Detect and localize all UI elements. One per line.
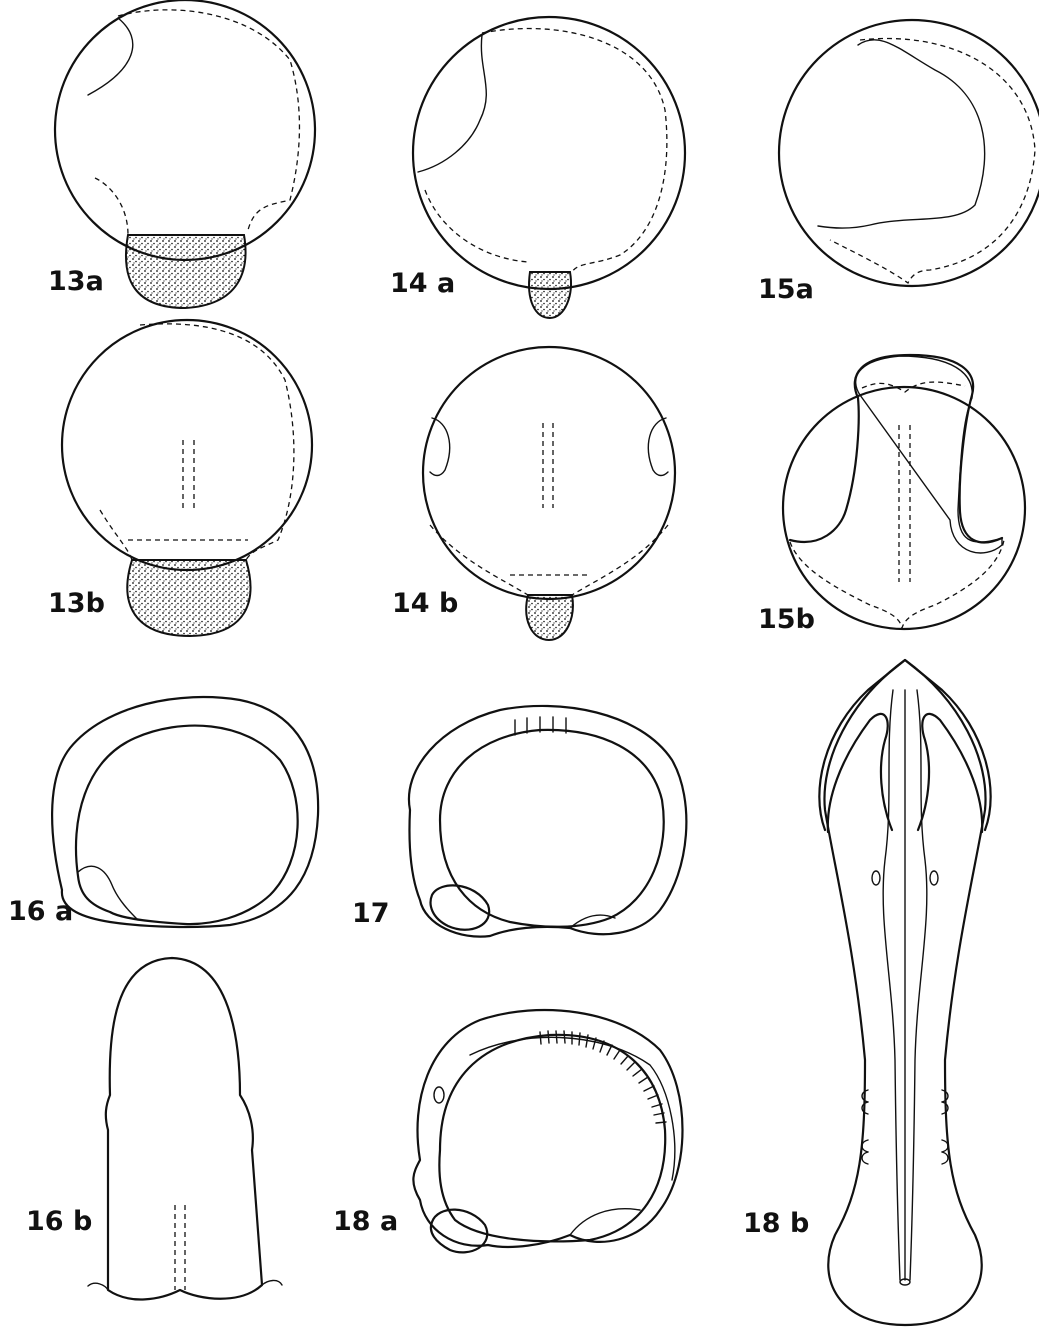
label-15b: 15b (758, 604, 815, 635)
label-17: 17 (352, 898, 390, 929)
neural-fold-right-18b (910, 690, 927, 1280)
embryo-outline-13b (62, 320, 312, 570)
optic-vesicle-18a (434, 1087, 444, 1103)
label-16a: 16 a (8, 896, 73, 927)
label-14a: 14 a (390, 268, 455, 299)
figure-13a (55, 0, 315, 308)
yolk-outline-17 (440, 730, 664, 927)
neural-plate-15b (856, 356, 1002, 553)
head-fold-right-18b (918, 714, 982, 832)
neural-tube-18a (470, 1037, 675, 1180)
figure-16b (88, 958, 282, 1299)
neural-fold-15a (818, 40, 985, 228)
label-18b: 18 b (743, 1208, 809, 1239)
otic-vesicle-left-18b (872, 871, 880, 885)
embryo-outline-13a (55, 0, 315, 260)
archenteron-outline-15a (830, 38, 1035, 283)
embryo-outline-17 (409, 706, 686, 937)
label-18a: 18 a (333, 1206, 398, 1237)
label-15a: 15a (758, 274, 814, 305)
figure-14b (423, 347, 675, 640)
yolk-plug-13a (126, 235, 246, 308)
embryo-outline-14b (423, 347, 675, 599)
label-16b: 16 b (26, 1206, 92, 1237)
neural-fold-left-18b (883, 690, 900, 1280)
archenteron-outline-14a (425, 29, 667, 272)
archenteron-outline-13a (95, 10, 299, 235)
somites-18a (540, 1031, 666, 1123)
embryo-outline-14a (413, 17, 685, 289)
figure-18b (819, 660, 990, 1325)
yolk-plug-14b (526, 595, 573, 640)
label-14b: 14 b (392, 588, 458, 619)
embryo-outline-15b (783, 387, 1025, 629)
label-13a: 13a (48, 266, 104, 297)
archenteron-outline-15b (790, 540, 1004, 628)
figure-17 (409, 706, 686, 937)
otic-vesicle-right-18b (930, 871, 938, 885)
archenteron-outline-14b (430, 525, 668, 595)
yolk-plug-13b (127, 560, 250, 636)
archenteron-outline-13b (100, 324, 294, 560)
embryo-outline-16b (106, 958, 262, 1299)
figure-15b (783, 355, 1025, 629)
blastopore-lip-13a (88, 18, 133, 95)
head-fold-17 (431, 885, 490, 929)
blastopore-lip-14a (418, 35, 486, 172)
yolk-plug-14a (529, 272, 571, 318)
yolk-outline-16a (76, 726, 298, 925)
head-fold-left-18b (828, 714, 892, 832)
figure-18a (413, 1010, 682, 1252)
figure-16a (52, 697, 318, 927)
label-13b: 13b (48, 588, 105, 619)
embryo-outline-15a (779, 20, 1039, 286)
embryo-outline-16a (52, 697, 318, 927)
figure-15a (779, 20, 1039, 286)
